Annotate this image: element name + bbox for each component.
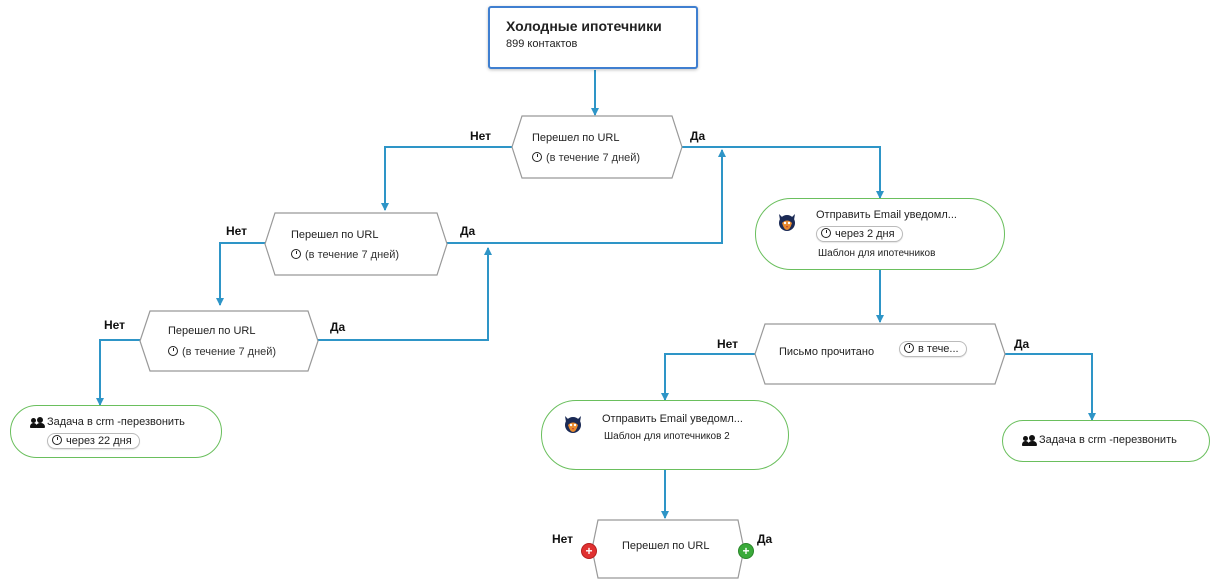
action-template: Шаблон для ипотечников <box>818 248 936 259</box>
condition-label: Перешел по URL <box>168 325 256 337</box>
condition-timer-text: (в течение 7 дней) <box>182 346 277 358</box>
condition-timer: (в течение 7 дней) <box>532 152 640 164</box>
add-branch-no-button[interactable]: + <box>581 543 597 559</box>
condition-timer: (в течение 7 дней) <box>168 346 276 358</box>
edge-c4-no <box>661 353 755 401</box>
condition-label: Письмо прочитано <box>779 346 875 358</box>
edge-label-no: Нет <box>226 224 248 238</box>
edge-label-no: Нет <box>717 337 739 351</box>
condition-label: Перешел по URL <box>291 229 379 241</box>
condition-node[interactable]: Перешел по URL (в течение 7 дней) <box>511 115 683 179</box>
edge-label-no: Нет <box>104 318 126 332</box>
action-node-email[interactable]: Отправить Email уведомл... Шаблон для ип… <box>541 400 789 470</box>
condition-label: Перешел по URL <box>622 540 710 552</box>
edge-c1-no <box>381 146 512 211</box>
condition-timer-text: (в течение 7 дней) <box>305 249 400 261</box>
condition-node[interactable]: Письмо прочитано в тече... <box>754 323 1006 385</box>
clock-icon <box>52 435 62 445</box>
edge-label-yes: Да <box>330 320 346 334</box>
users-icon <box>1022 435 1037 446</box>
condition-node[interactable]: Перешел по URL (в течение 7 дней) <box>139 310 319 372</box>
edge-c2-yes <box>447 149 726 244</box>
condition-shape <box>139 310 319 372</box>
condition-timer-text: в тече... <box>918 343 959 355</box>
action-label: Задача в crm -перезвонить <box>47 416 185 428</box>
edge-c3-no <box>96 339 140 406</box>
condition-timer: в тече... <box>899 341 967 357</box>
condition-node[interactable]: Перешел по URL (в течение 7 дней) <box>264 212 448 276</box>
action-timer-text: через 2 дня <box>835 228 895 240</box>
action-node-task[interactable]: Задача в crm -перезвонить <box>1002 420 1210 462</box>
start-subtitle: 899 контактов <box>506 38 578 50</box>
condition-timer: (в течение 7 дней) <box>291 249 399 261</box>
action-timer: через 22 дня <box>47 433 140 449</box>
edge-label-yes: Да <box>460 224 476 238</box>
start-node[interactable]: Холодные ипотечники 899 контактов <box>488 6 698 69</box>
condition-label: Перешел по URL <box>532 132 620 144</box>
action-timer: через 2 дня <box>816 226 903 242</box>
clock-icon <box>532 152 542 162</box>
edge-label-yes: Да <box>1014 337 1030 351</box>
email-mascot-icon <box>565 416 581 433</box>
action-timer-text: через 22 дня <box>66 435 132 447</box>
condition-node[interactable]: Перешел по URL <box>591 519 745 579</box>
action-label: Отправить Email уведомл... <box>816 209 957 221</box>
condition-shape <box>511 115 683 179</box>
edge-label-yes: Да <box>690 129 706 143</box>
edge-c1-yes <box>682 146 884 199</box>
start-title: Холодные ипотечники <box>506 18 662 34</box>
clock-icon <box>904 343 914 353</box>
email-mascot-icon <box>779 214 795 231</box>
edge-label-yes: Да <box>757 532 773 546</box>
action-node-email[interactable]: Отправить Email уведомл... через 2 дня Ш… <box>755 198 1005 270</box>
action-label: Задача в crm -перезвонить <box>1039 434 1177 446</box>
add-branch-yes-button[interactable]: + <box>738 543 754 559</box>
clock-icon <box>168 346 178 356</box>
edge-c3-yes <box>318 247 492 341</box>
edge-c4-yes <box>1005 353 1096 421</box>
condition-shape <box>754 323 1006 385</box>
users-icon <box>30 417 45 428</box>
action-label: Отправить Email уведомл... <box>602 413 743 425</box>
edge-label-no: Нет <box>552 532 574 546</box>
edge-c2-no <box>216 242 265 306</box>
clock-icon <box>821 228 831 238</box>
condition-shape <box>264 212 448 276</box>
clock-icon <box>291 249 301 259</box>
edge-label-no: Нет <box>470 129 492 143</box>
action-template: Шаблон для ипотечников 2 <box>604 431 730 442</box>
action-node-task[interactable]: Задача в crm -перезвонить через 22 дня <box>10 405 222 458</box>
condition-timer-text: (в течение 7 дней) <box>546 152 641 164</box>
